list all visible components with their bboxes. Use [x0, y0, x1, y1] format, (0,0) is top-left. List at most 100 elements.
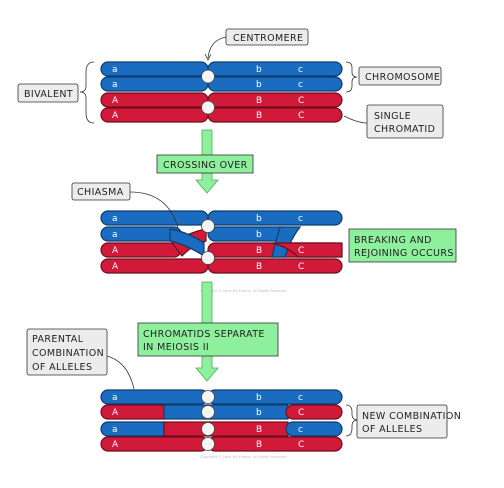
chromatids-separate-label-line1: CHROMATIDS SEPARATE: [143, 329, 265, 340]
allele-label: c: [298, 214, 303, 224]
single-chromatid-label-line2: CHROMATID: [374, 124, 435, 135]
arrow-crossing-over: CROSSING OVER: [156, 129, 254, 194]
chiasma-pointer: [129, 191, 179, 229]
parental-combination-pointer: [106, 355, 135, 390]
chiasma-label-box: [71, 182, 131, 201]
allele-label: c: [298, 393, 303, 403]
allele-label: a: [112, 65, 118, 75]
allele-label: b: [256, 80, 262, 90]
parental-combination-callout: PARENTAL COMBINATION OF ALLELES: [26, 328, 135, 390]
allele-label: a: [112, 80, 118, 90]
new-combination-brace: [345, 404, 359, 437]
chromatid-blue-1-right: [207, 61, 343, 77]
chromatid-blue-1-right: [207, 389, 343, 405]
single-chromatid-label-line1: SINGLE: [374, 111, 411, 122]
stage-separated: a A a A b b B B c C c C NEW COMBINATION …: [100, 389, 461, 459]
allele-label: C: [298, 408, 304, 418]
allele-label: A: [112, 440, 119, 450]
chromatid-blue-2-right: [207, 76, 343, 92]
centromere-pointer-head: [204, 53, 212, 61]
single-chromatid-label-box: [366, 104, 444, 139]
crossing-over-label: CROSSING OVER: [163, 160, 248, 171]
allele-label: c: [298, 65, 303, 75]
centromere-red: [201, 100, 215, 115]
centromere: [201, 405, 215, 419]
stage-bivalent: a a A A b b B B c c C C CENTROMERE BIVAL…: [17, 28, 444, 139]
arrow-chromatids-separate: CHROMATIDS SEPARATE IN MEIOSIS II: [137, 281, 279, 382]
chiasma-label: CHIASMA: [77, 187, 124, 198]
chromatid-red-1-right: [207, 92, 343, 108]
copyright-text: Copyright © Save My Exams. All Rights Re…: [200, 455, 287, 459]
parental-combination-label-box: [26, 328, 108, 376]
parental-combination-label-line2: COMBINATION: [32, 348, 104, 359]
new-combination-label-box: [356, 404, 448, 439]
breaking-rejoining-label-line2: REJOINING OCCURS: [354, 248, 454, 259]
centromere-blue: [201, 69, 215, 84]
allele-label: C: [298, 246, 304, 256]
allele-label: A: [112, 262, 119, 272]
allele-label: B: [256, 425, 262, 435]
chromatids-separate-label-box: [137, 322, 279, 357]
chromatid-recombinant-2-right: [285, 421, 343, 437]
chromatid-recombinant-1-mid: [163, 404, 289, 420]
chromatid-red-2-right: [207, 107, 343, 123]
allele-label: a: [112, 230, 118, 240]
chromatid-red-2-right: [207, 258, 343, 274]
allele-label: B: [256, 246, 262, 256]
allele-label: a: [112, 393, 118, 403]
centromere-pointer: [207, 36, 227, 59]
centromere: [201, 437, 215, 451]
allele-label: C: [298, 111, 304, 121]
allele-label: b: [256, 65, 262, 75]
allele-label: A: [112, 96, 119, 106]
allele-label: b: [256, 408, 262, 418]
allele-label: a: [112, 214, 118, 224]
chromatid-recombinant-2-mid: [163, 421, 289, 437]
allele-label: B: [256, 111, 262, 121]
allele-label: B: [256, 440, 262, 450]
chromosome-label-box: [358, 66, 442, 86]
chiasma-crossover-red-right: [271, 242, 343, 258]
centromere-label: CENTROMERE: [233, 33, 303, 44]
chromatid-red-2-right: [207, 436, 343, 452]
centromere: [201, 422, 215, 436]
allele-label: C: [298, 262, 304, 272]
allele-label: A: [112, 246, 119, 256]
stage-chiasma: a a A A b b B B c c C C CHIASMA BREAKING…: [71, 182, 457, 293]
allele-label: C: [298, 440, 304, 450]
chromosome-label: CHROMOSOME: [365, 72, 440, 83]
allele-label: b: [256, 230, 262, 240]
centromere-red: [201, 251, 215, 265]
allele-label: b: [256, 214, 262, 224]
bivalent-label-box: [17, 83, 79, 103]
new-combination-label-line1: NEW COMBINATION: [362, 411, 461, 422]
breaking-rejoining-label-box: [348, 228, 457, 263]
crossing-over-label-box: [156, 154, 254, 174]
allele-label: C: [298, 96, 304, 106]
centromere-blue: [201, 219, 215, 233]
single-chromatid-pointer: [343, 115, 368, 124]
parental-combination-label-line1: PARENTAL: [32, 334, 84, 345]
parental-combination-label-line3: OF ALLELES: [32, 362, 92, 373]
allele-label: A: [112, 111, 119, 121]
allele-label: c: [298, 425, 303, 435]
centromere-label-box: [225, 28, 309, 46]
chiasma-crossover-blue-right: [271, 226, 302, 258]
chromosome-brace: [345, 61, 358, 93]
allele-label: c: [298, 230, 303, 240]
bivalent-brace: [79, 61, 95, 124]
allele-label: B: [256, 262, 262, 272]
centromere: [201, 390, 215, 404]
chromatid-recombinant-1-right: [285, 404, 343, 420]
allele-label: B: [256, 96, 262, 106]
allele-label: b: [256, 393, 262, 403]
allele-label: c: [298, 80, 303, 90]
new-combination-label-line2: OF ALLELES: [362, 424, 422, 435]
bivalent-label: BIVALENT: [24, 89, 73, 100]
chromatids-separate-label-line2: IN MEIOSIS II: [143, 342, 209, 353]
chromatid-blue-1-right: [207, 210, 343, 226]
copyright-text: Copyright © Save My Exams. All Rights Re…: [200, 289, 287, 293]
allele-label: A: [112, 408, 119, 418]
breaking-rejoining-label-line1: BREAKING AND: [354, 235, 432, 246]
